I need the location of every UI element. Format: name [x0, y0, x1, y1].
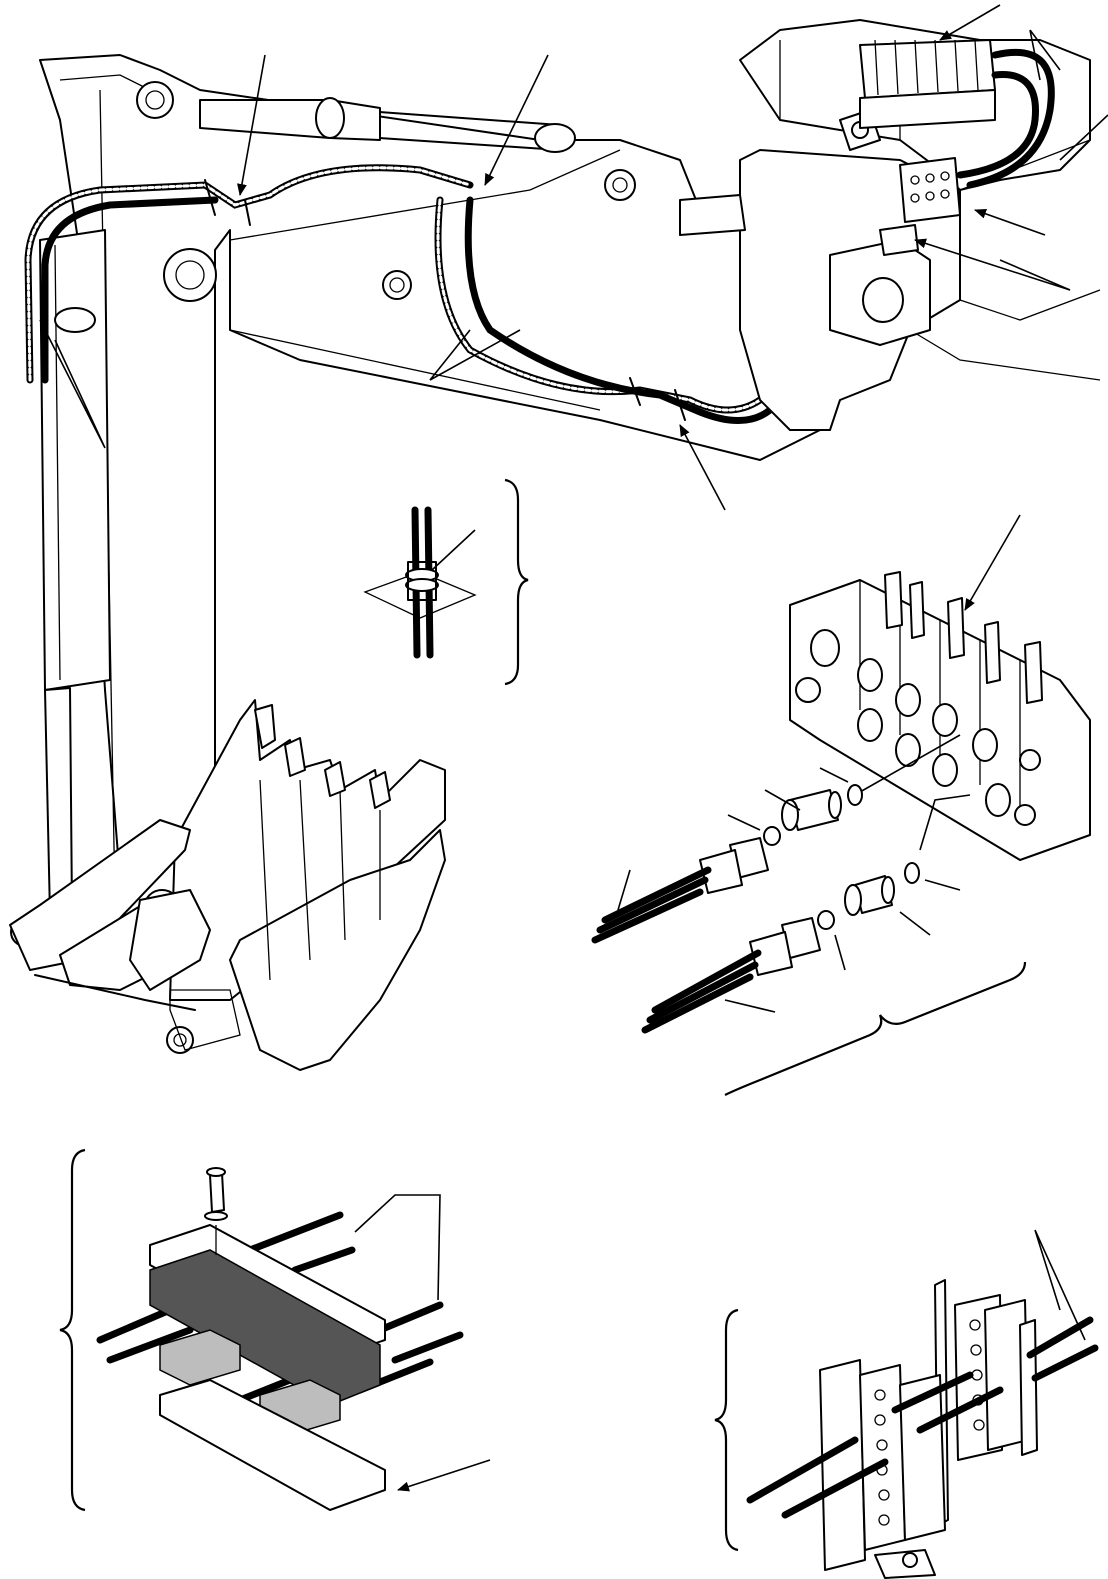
boom-cylinder: [199, 97, 576, 153]
inset-hose-clamp-stack: [59, 1148, 491, 1512]
bracket-plates: [819, 1279, 1038, 1571]
valve-ports: [795, 629, 1041, 826]
fitting-upper: [763, 784, 863, 846]
valve-spools: [884, 571, 1043, 704]
bucket-linkage: [9, 819, 211, 1011]
hose-end-lower: [641, 917, 821, 1034]
inset-control-valve: [591, 571, 1091, 1096]
clamp-bolt: [204, 1167, 228, 1255]
tower-hose-clamps: [879, 157, 961, 256]
clamp-blocks: [149, 1224, 386, 1511]
top-control-valve: [859, 39, 1055, 189]
hose-end-upper: [591, 837, 769, 944]
callout-leaders: [39, 4, 1108, 1013]
bucket-cylinder: [39, 229, 111, 916]
bucket: [169, 699, 446, 1071]
inset-coupler-detail: [363, 478, 529, 686]
fitting-lower: [817, 862, 920, 930]
bracket-hoses: [746, 1316, 1099, 1519]
inset-clamp-brackets: [714, 1229, 1099, 1579]
bracket-holes: [874, 1319, 985, 1526]
